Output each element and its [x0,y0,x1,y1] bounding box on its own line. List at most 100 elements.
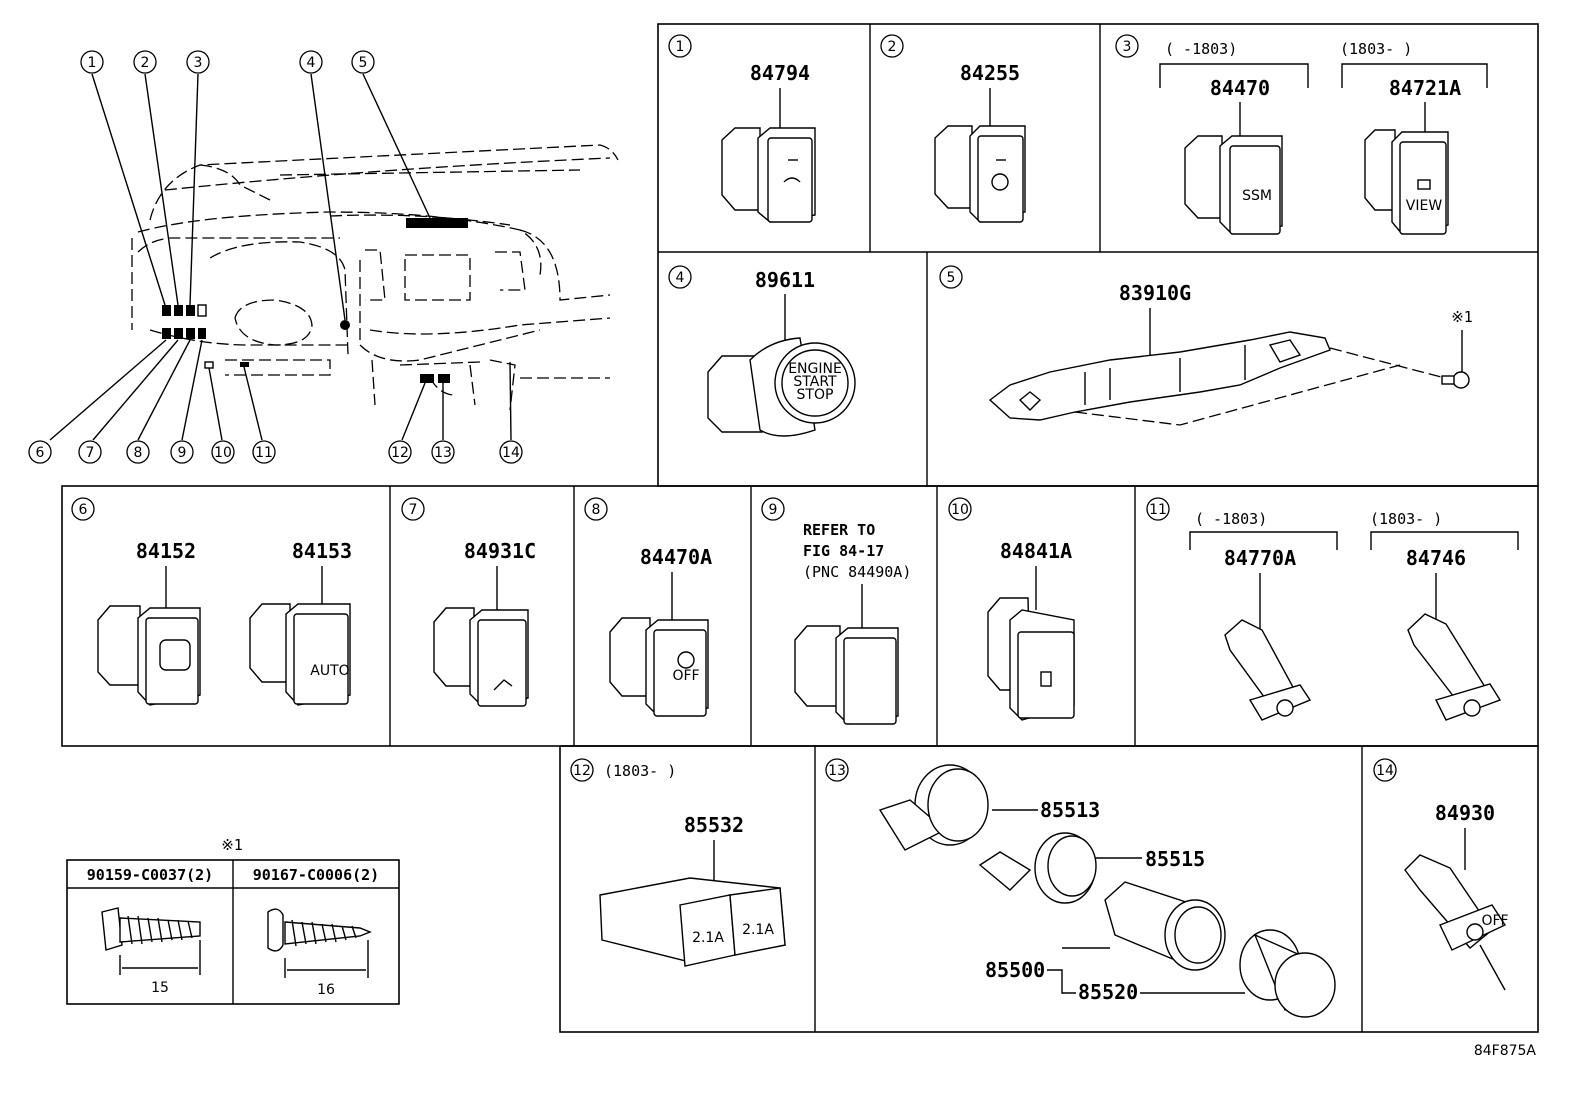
panel-number-7: 7 [401,497,425,521]
part-85532: 85532 [684,813,744,837]
part-84721A: 84721A [1389,76,1461,100]
panel-number-4: 4 [668,265,692,289]
panel-10: 84841A [987,539,1075,721]
switch-84931C-illustration [433,607,529,707]
ref-mark-1: ※1 [1451,308,1473,326]
panel-1: 84794 [721,61,816,223]
panel-2: 84255 [934,61,1026,223]
svg-text:5: 5 [359,55,368,71]
part-85513: 85513 [1040,798,1100,822]
socket-85500-illustration [1104,881,1226,971]
range-from-1803: (1803- ) [1340,40,1412,58]
svg-text:3: 3 [1123,39,1132,55]
part-85520: 85520 [1078,980,1138,1004]
panel-number-3: 3 [1115,34,1139,58]
svg-text:11: 11 [255,445,273,461]
panel-number-8: 8 [584,497,608,521]
svg-text:5: 5 [947,270,956,286]
overview-callout-10: 10 [211,440,235,464]
svg-text:8: 8 [134,445,143,461]
svg-text:1: 1 [88,55,97,71]
ssm-label: SSM [1242,188,1272,204]
overview-callout-5: 5 [351,50,375,74]
part-89611: 89611 [755,268,815,292]
panel-11: ( -1803) (1803- ) 84770A 84746 [1189,510,1519,721]
panel-number-13: 13 [825,758,849,782]
off-label: OFF [672,668,699,684]
panel-number-12: 12 [570,758,594,782]
overview-callout-8: 8 [126,440,150,464]
svg-text:2: 2 [141,55,150,71]
part-84746: 84746 [1406,546,1466,570]
panel-grid [61,23,1539,1033]
switch-84470-illustration: SSM [1184,135,1283,235]
refer-line-3: (PNC 84490A) [803,563,911,581]
start-stop-line-3: STOP [797,387,834,403]
switch-84152-illustration [97,605,201,706]
part-85515: 85515 [1145,847,1205,871]
panel-12: (1803- ) 85532 2.1A 2.1A [599,762,786,967]
svg-text:6: 6 [79,502,88,518]
panel-6: 84152 84153 AUTO [97,539,352,706]
socket-84770A-illustration [1224,619,1312,721]
overview-callout-2: 2 [133,50,157,74]
part-85500: 85500 [985,958,1045,982]
svg-text:12: 12 [391,445,409,461]
switch-84255-illustration [934,125,1026,223]
range-until-1803: ( -1803) [1165,40,1237,58]
part-84470A: 84470A [640,545,712,569]
svg-text:11: 11 [1149,502,1167,518]
svg-text:9: 9 [178,445,187,461]
diagram-code: 84F875A [1474,1043,1537,1059]
fastener-length-1: 15 [151,980,169,996]
overview-callout-1: 1 [80,50,104,74]
overview-callout-3: 3 [186,50,210,74]
view-label: VIEW [1406,198,1443,214]
start-stop-button-illustration: ENGINE START STOP [707,337,856,437]
svg-text:7: 7 [409,502,418,518]
panel-9: REFER TO FIG 84-17 (PNC 84490A) [794,521,911,725]
panel-5: 83910G ※1 [988,281,1473,426]
fastener-length-2: 16 [317,982,335,998]
socket-85515-illustration [978,832,1097,904]
panel-number-1: 1 [668,34,692,58]
part-84153: 84153 [292,539,352,563]
svg-text:6: 6 [36,445,45,461]
svg-text:2: 2 [888,39,897,55]
range-12-from-1803: (1803- ) [604,762,676,780]
svg-text:12: 12 [573,763,591,779]
fastener-table: ※1 90159-C0037(2) 90167-C0006(2) 15 16 [66,836,400,1005]
svg-text:10: 10 [951,502,969,518]
fastener-ref-mark: ※1 [221,836,243,854]
svg-text:7: 7 [86,445,95,461]
range-11-from-1803: (1803- ) [1370,510,1442,528]
fastener-part-2: 90167-C0006(2) [253,866,379,884]
part-84470: 84470 [1210,76,1270,100]
socket-85513-illustration [878,764,989,851]
svg-text:14: 14 [1376,763,1394,779]
panel-number-6: 6 [71,497,95,521]
overview-callout-6: 6 [28,440,52,464]
switch-84153-illustration: AUTO [249,603,351,706]
switch-84794-illustration [721,127,816,223]
usb-label-2: 2.1A [742,922,774,938]
overview-callout-9: 9 [170,440,194,464]
panel-number-9: 9 [761,497,785,521]
socket-84746-illustration [1407,613,1502,721]
off-label-14: OFF [1481,913,1508,929]
refer-line-2: FIG 84-17 [803,542,884,560]
usb-port-85532-illustration: 2.1A 2.1A [599,877,786,967]
bolt-illustration: 15 [101,907,201,996]
switch-parking-illustration [794,625,899,725]
panel-number-5: 5 [939,265,963,289]
svg-text:3: 3 [194,55,203,71]
panel-7: 84931C [433,539,536,707]
panel-number-14: 14 [1373,758,1397,782]
part-84931C: 84931C [464,539,536,563]
part-84255: 84255 [960,61,1020,85]
panel-14: 84930 OFF [1404,801,1509,991]
overview-callout-11: 11 [252,440,276,464]
